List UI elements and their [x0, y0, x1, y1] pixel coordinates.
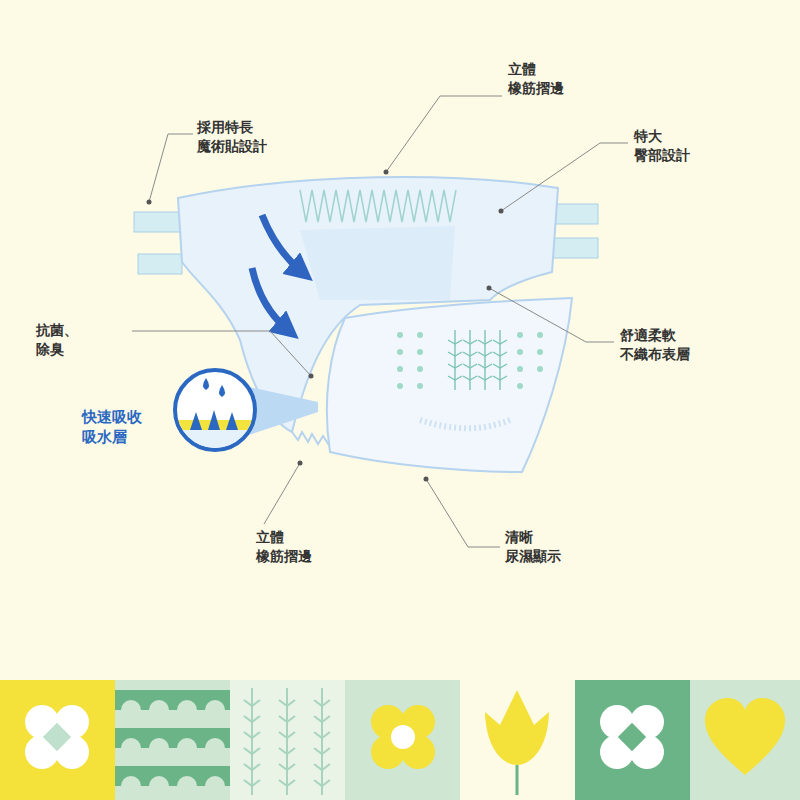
- callout-label: 立體 橡筋摺邊: [256, 528, 312, 566]
- callout-label: 舒適柔軟 不織布表層: [620, 326, 690, 364]
- callout-label: 採用特長 魔術貼設計: [197, 118, 267, 156]
- callout-label: 清晰 尿濕顯示: [505, 528, 561, 566]
- callout-label: 快速吸收 吸水層: [82, 407, 142, 448]
- callout-label: 抗菌、除臭: [36, 321, 78, 359]
- callout-label: 立體 橡筋摺邊: [508, 60, 564, 98]
- callout-label: 特大 臀部設計: [634, 127, 690, 165]
